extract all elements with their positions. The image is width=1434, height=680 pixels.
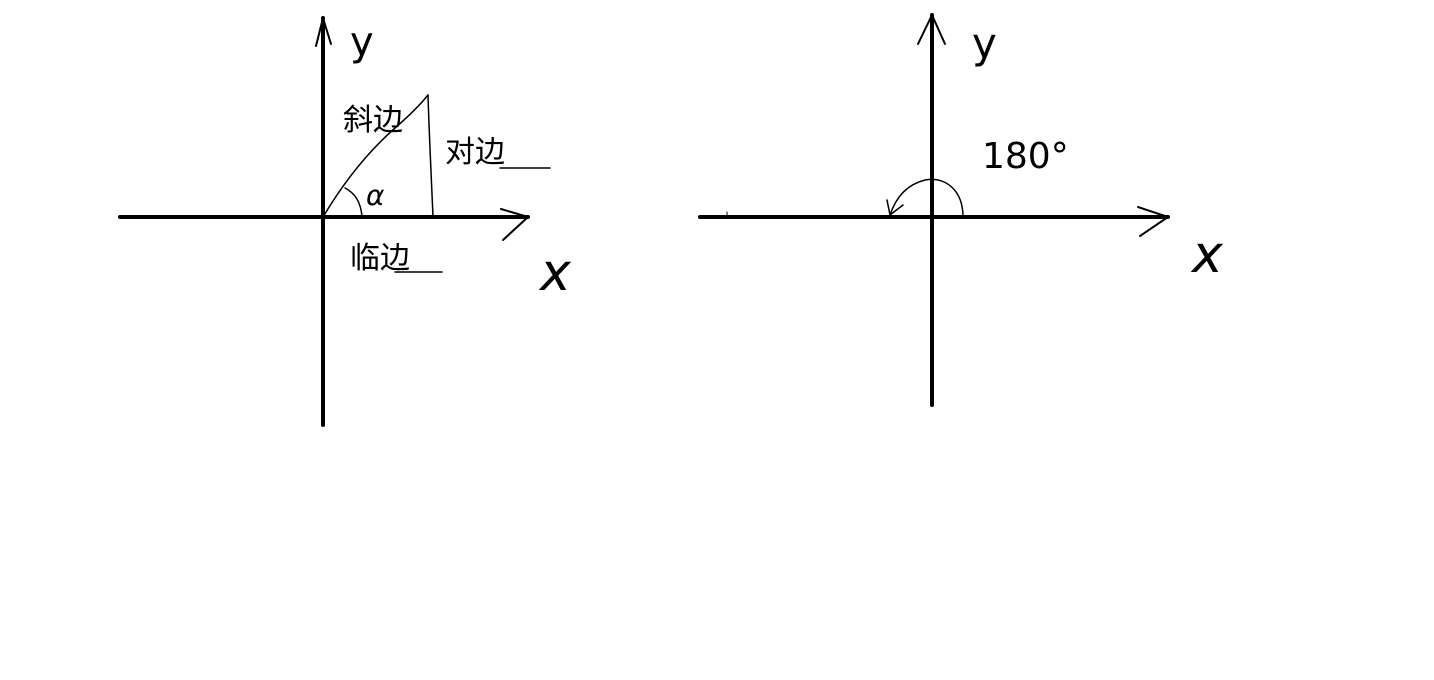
left-x-arrowhead [500,208,529,241]
adjacent-label: 临边 [350,241,410,276]
angle-arc [344,187,363,218]
right-y-arrowhead [917,14,946,45]
right-x-arrowhead [1137,206,1169,237]
right-y-label: y [972,19,997,68]
rotation-arrowhead [886,199,904,216]
opposite-line [427,94,434,218]
rotation-arc [889,178,964,218]
left-diagram [118,16,551,427]
angle-alpha-label: α [366,179,385,212]
right-diagram [698,13,1170,407]
opposite-label: 对边 [445,135,505,170]
left-y-arrowhead [315,17,332,47]
hypotenuse-label: 斜边 [343,103,403,138]
right-x-label: x [1190,225,1224,285]
angle-180-label: 180° [982,136,1069,177]
left-y-label: y [350,19,374,65]
left-x-label: x [538,243,572,303]
hypotenuse-line [322,94,429,218]
